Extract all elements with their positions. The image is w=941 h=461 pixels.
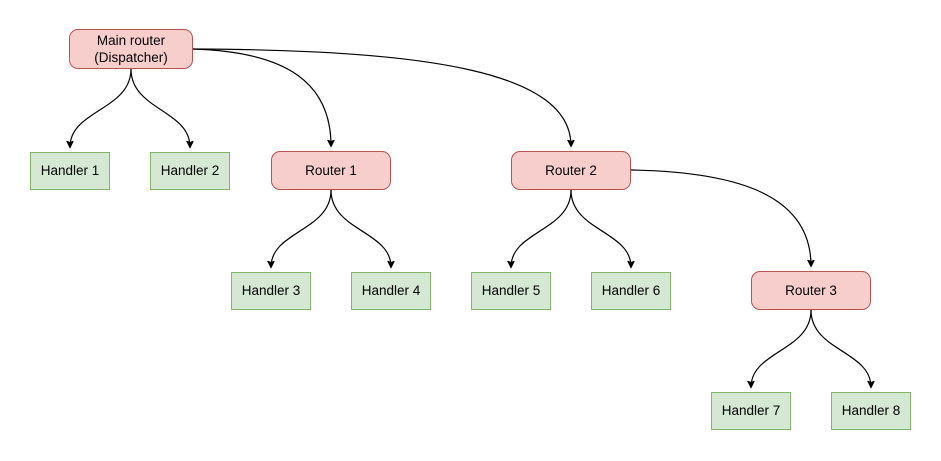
edge-router-1-to-handler-4 (330, 189, 391, 267)
edge-router-3-to-handler-8 (810, 309, 871, 387)
node-handler-6[interactable]: Handler 6 (591, 272, 671, 310)
node-router-3[interactable]: Router 3 (751, 271, 871, 310)
edge-router-1-to-handler-3 (271, 189, 332, 267)
edge-router-2-to-handler-5 (511, 189, 572, 267)
node-handler-4[interactable]: Handler 4 (351, 272, 431, 310)
node-handler-3[interactable]: Handler 3 (231, 272, 311, 310)
edge-main-router-to-handler-1 (70, 68, 132, 147)
edge-router-2-to-router-3 (630, 169, 811, 266)
node-label-router-2: Router 2 (545, 162, 597, 178)
node-label-handler-8: Handler 8 (841, 403, 901, 419)
node-handler-5[interactable]: Handler 5 (471, 272, 551, 310)
edge-router-2-to-handler-6 (570, 189, 631, 267)
node-label-handler-2: Handler 2 (160, 163, 220, 179)
edge-router-3-to-handler-7 (751, 309, 812, 387)
node-handler-2[interactable]: Handler 2 (150, 152, 230, 190)
node-label-handler-7: Handler 7 (721, 403, 781, 419)
node-label-router-3: Router 3 (785, 282, 837, 298)
node-handler-8[interactable]: Handler 8 (831, 392, 911, 430)
edges-group (70, 48, 871, 387)
node-label-handler-4: Handler 4 (361, 283, 421, 299)
node-handler-1[interactable]: Handler 1 (30, 152, 110, 190)
edge-main-router-to-router-2 (192, 48, 571, 146)
node-router-2[interactable]: Router 2 (511, 151, 631, 190)
node-label-main-router: Main router (Dispatcher) (94, 32, 168, 65)
node-router-1[interactable]: Router 1 (271, 151, 391, 190)
edge-main-router-to-handler-2 (130, 68, 190, 147)
node-handler-7[interactable]: Handler 7 (711, 392, 791, 430)
node-label-handler-5: Handler 5 (481, 283, 541, 299)
node-label-handler-6: Handler 6 (601, 283, 661, 299)
node-main-router[interactable]: Main router (Dispatcher) (69, 29, 193, 69)
node-label-handler-1: Handler 1 (40, 163, 100, 179)
node-label-router-1: Router 1 (305, 162, 357, 178)
node-label-handler-3: Handler 3 (241, 283, 301, 299)
edge-main-router-to-router-1 (192, 48, 331, 146)
